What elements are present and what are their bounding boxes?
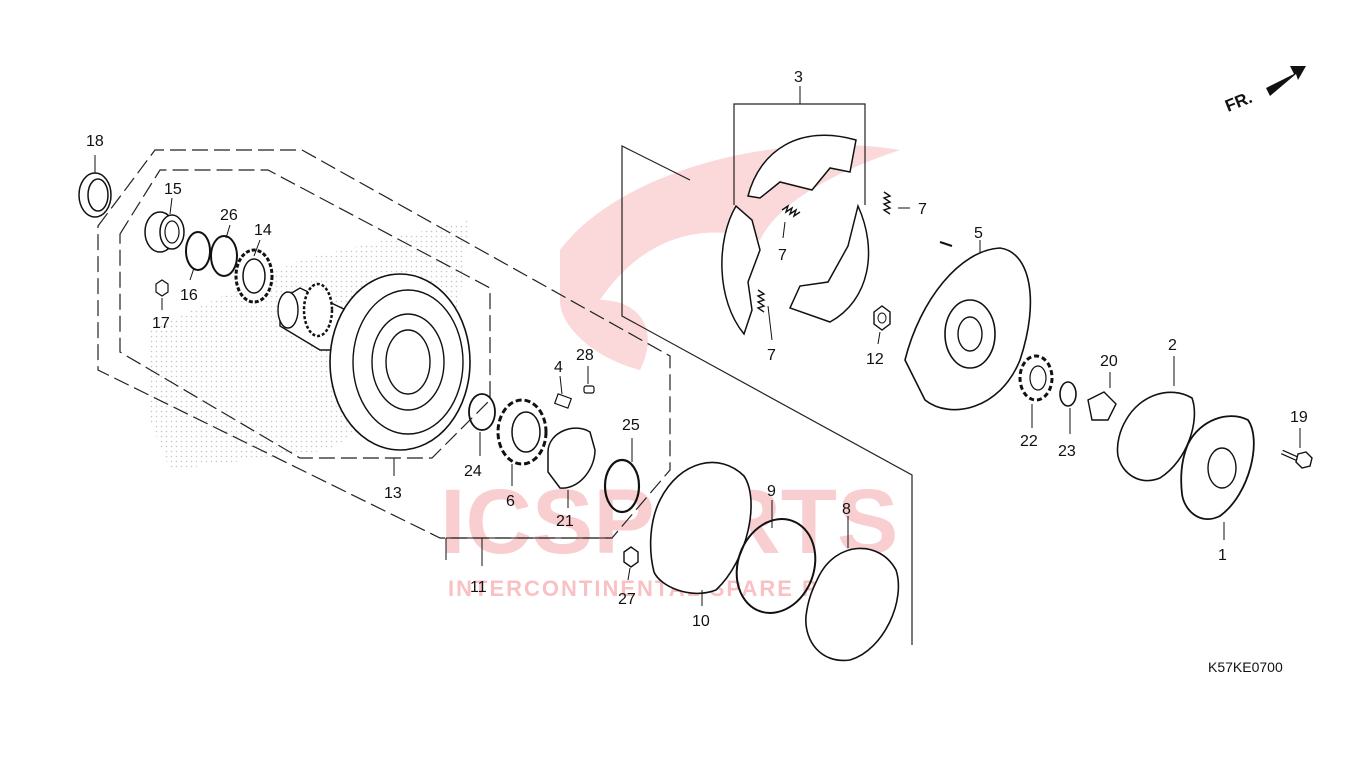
callout-14: 14 (254, 222, 272, 239)
callout-22: 22 (1020, 433, 1038, 450)
diagram-code: K57KE0700 (1208, 659, 1283, 675)
callout-labels: 3 18 15 26 14 16 17 13 11 24 6 4 28 25 2… (86, 69, 1308, 630)
callout-25: 25 (622, 417, 640, 434)
part-16-circlip (185, 231, 211, 271)
part-26-ring (210, 235, 238, 277)
callout-1: 1 (1218, 547, 1227, 564)
callout-9: 9 (767, 483, 776, 500)
callout-12: 12 (866, 351, 884, 368)
callout-27: 27 (618, 591, 636, 608)
part-28-pin (583, 385, 595, 394)
part-5-drive-plate (904, 241, 1032, 411)
part-13-clutch-drum (277, 273, 471, 451)
part-12-nut (873, 305, 891, 331)
callout-3: 3 (794, 69, 803, 86)
part-27-nut (623, 546, 639, 568)
callout-13: 13 (384, 485, 402, 502)
callout-7-right: 7 (918, 201, 927, 218)
callout-16: 16 (180, 287, 198, 304)
part-15-collar (144, 211, 185, 253)
callout-8: 8 (842, 501, 851, 518)
part-24-washer (468, 393, 496, 431)
part-10-gasket (649, 461, 752, 595)
callout-5: 5 (974, 225, 983, 242)
callout-18: 18 (86, 133, 104, 150)
callout-4: 4 (554, 359, 563, 376)
part-1-cover (1180, 415, 1255, 520)
part-22-plate (1018, 354, 1054, 402)
callout-20: 20 (1100, 353, 1118, 370)
front-direction-indicator: FR. (1222, 66, 1306, 116)
part-14-gear (234, 248, 274, 304)
callout-2: 2 (1168, 337, 1177, 354)
part-18-oil-seal (78, 155, 112, 218)
callout-17: 17 (152, 315, 170, 332)
group-boundary-outer (97, 149, 671, 539)
part-19-bolt (1280, 449, 1313, 469)
part-2-gasket (1116, 391, 1196, 482)
part-9-o-ring (735, 518, 817, 614)
front-direction-label: FR. (1222, 88, 1255, 116)
clutch-group-outline (621, 145, 913, 645)
callout-28: 28 (576, 347, 594, 364)
group-boundary-inner (119, 169, 491, 459)
callout-19: 19 (1290, 409, 1308, 426)
callout-15: 15 (164, 181, 182, 198)
part-7-springs (756, 191, 892, 313)
part-21-plate (547, 427, 596, 489)
part-8-gasket (805, 547, 900, 662)
callout-26: 26 (220, 207, 238, 224)
callout-10: 10 (692, 613, 710, 630)
part-6-one-way-clutch (496, 398, 548, 466)
callout-7-lower: 7 (767, 347, 776, 364)
callout-11: 11 (470, 579, 487, 596)
part-17-nut (155, 279, 169, 297)
part-4-spring (553, 393, 573, 409)
part-20-cam (1087, 391, 1117, 421)
leader-lines (161, 86, 1301, 606)
callout-23: 23 (1058, 443, 1076, 460)
callout-7-upper: 7 (778, 247, 787, 264)
arrow-right-icon (1266, 66, 1306, 96)
callout-24: 24 (464, 463, 482, 480)
part-23-washer (1059, 381, 1077, 407)
part-25-circlip (603, 458, 641, 514)
part-3-clutch-shoes (721, 134, 870, 336)
callout-21: 21 (556, 513, 574, 530)
callout-6: 6 (506, 493, 515, 510)
